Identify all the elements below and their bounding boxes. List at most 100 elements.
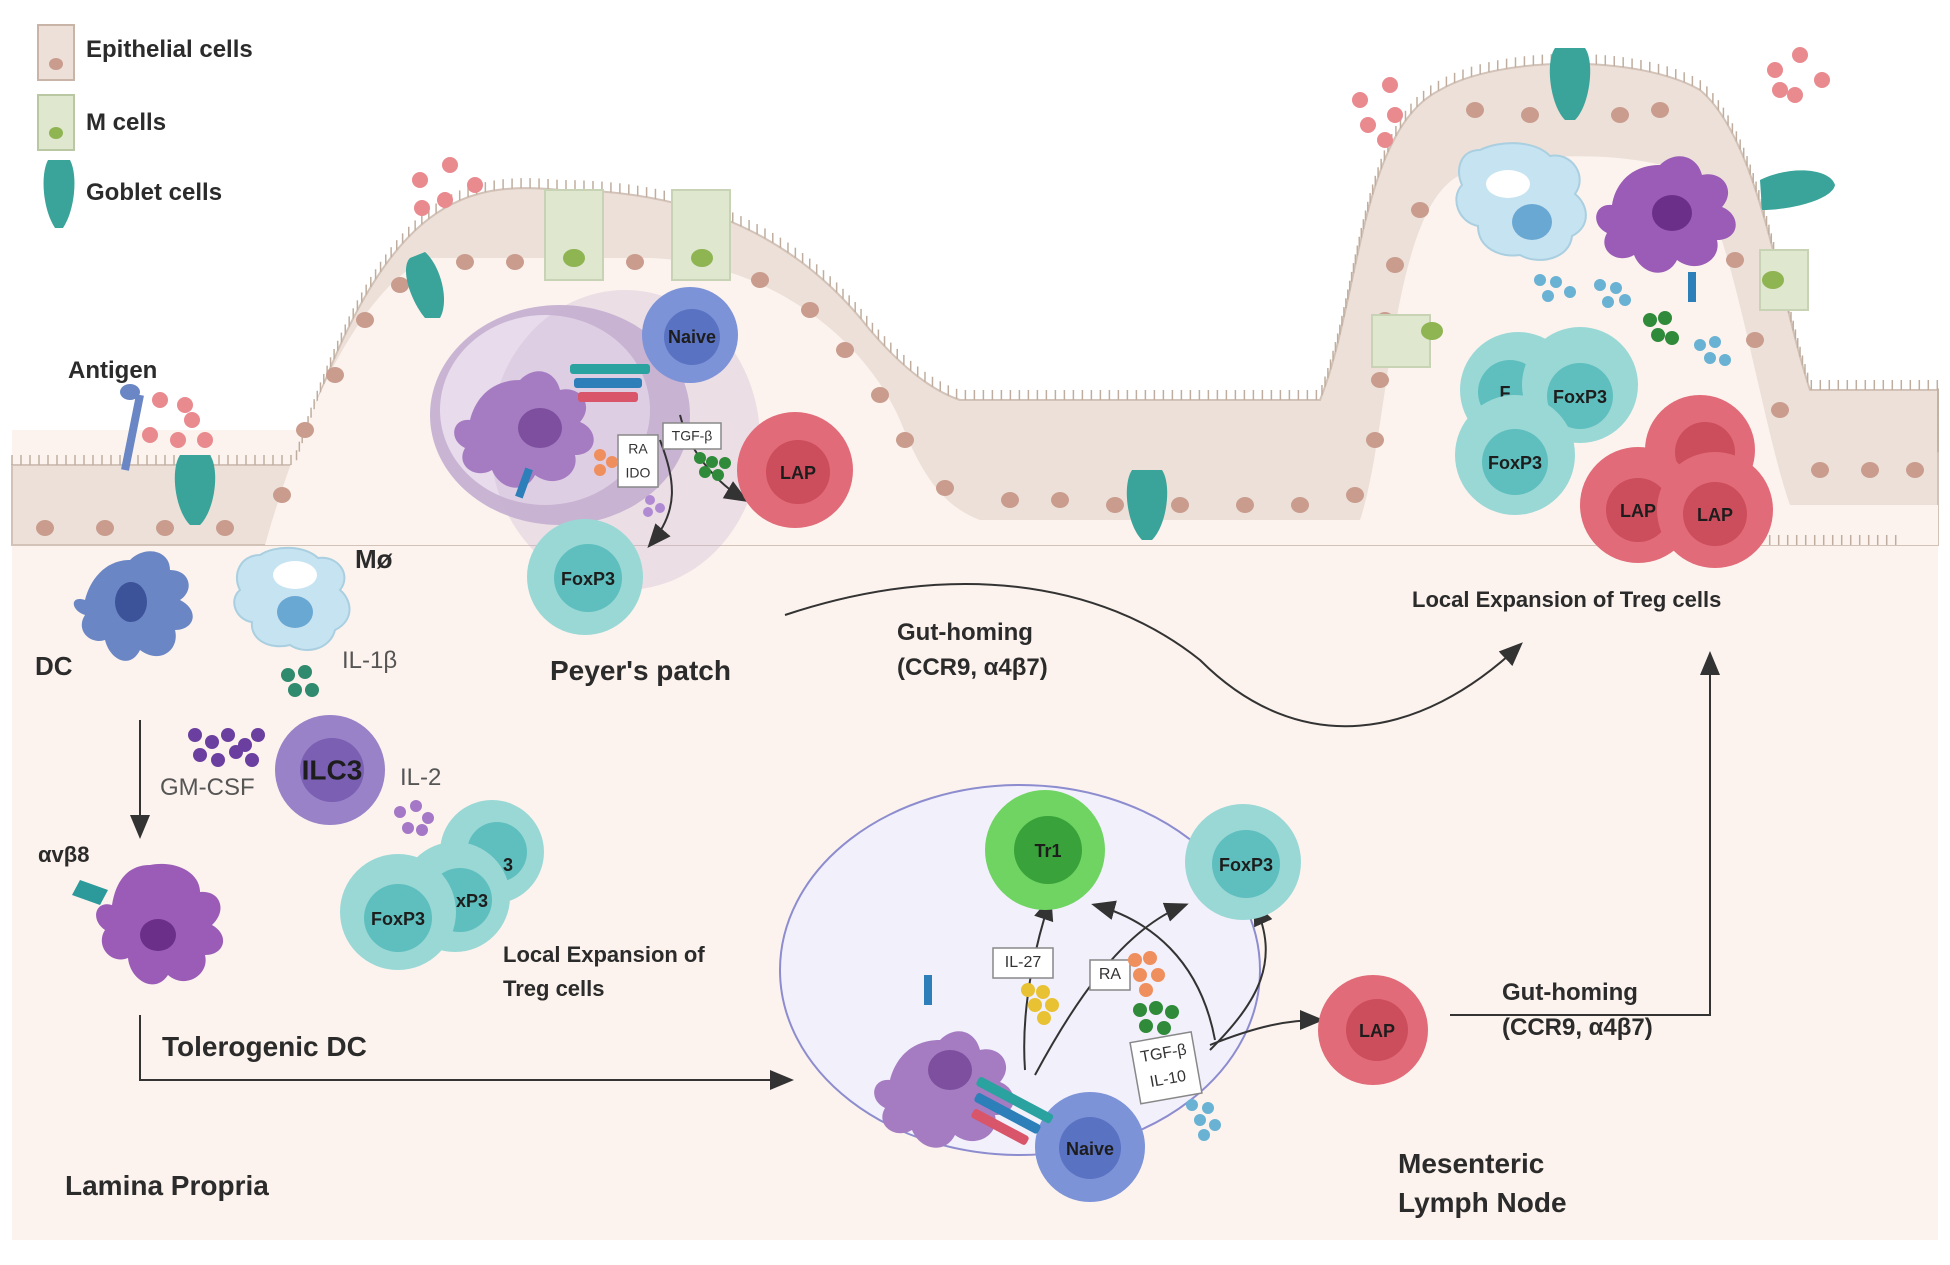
il27-dot: [1036, 985, 1050, 999]
legend-epithelial-label: Epithelial cells: [86, 36, 253, 63]
antigen-particle: [1377, 132, 1393, 148]
antigen-particle: [177, 397, 193, 413]
il1b-dot: [305, 683, 319, 697]
tgfb-dot: [1139, 1019, 1153, 1033]
foxp3-nucleus: [1212, 830, 1280, 898]
epithelial-nucleus: [506, 254, 524, 270]
arrow-ln-to-foxp3-2: [1209, 901, 1273, 1051]
local-expansion-left-line2: Treg cells: [503, 976, 605, 1001]
goblet-cell: [1549, 48, 1591, 120]
gut-homing-1-line2: (CCR9, α4β7): [897, 654, 1048, 681]
ra-dot: [1139, 983, 1153, 997]
antigen-particle: [170, 432, 186, 448]
epithelial-nucleus: [871, 387, 889, 403]
il10-dot: [1209, 1119, 1221, 1131]
lap-label: LAP: [1359, 1021, 1395, 1041]
il10-dot: [1202, 1102, 1214, 1114]
ilc3-label: ILC3: [302, 754, 363, 785]
villus-dendritic-cell: [1596, 156, 1736, 302]
il10-dot: [1550, 276, 1562, 288]
ra-dot: [1128, 953, 1142, 967]
villus-macrophage: [1455, 142, 1587, 261]
tgfb-dot: [1157, 1021, 1171, 1035]
il2-dot: [416, 824, 428, 836]
epithelial-nucleus: [1651, 102, 1669, 118]
epithelial-nucleus: [326, 367, 344, 383]
antigen-particle: [1787, 87, 1803, 103]
lap-nucleus: [1346, 999, 1408, 1061]
ln-dc-receptor: [924, 975, 932, 1005]
legend: Epithelial cells M cells Goblet cells: [37, 24, 253, 228]
epithelial-nucleus: [156, 520, 174, 536]
pp-naive-cell: Naive: [642, 287, 738, 383]
il1b-dot: [281, 668, 295, 682]
dc-process-tip: [120, 384, 140, 400]
tgfb-dot: [706, 456, 718, 468]
antigen-particle: [152, 392, 168, 408]
dc-nucleus: [115, 582, 147, 622]
il2-dot: [410, 800, 422, 812]
epithelial-nucleus: [751, 272, 769, 288]
ilc3-cell: ILC3: [275, 715, 385, 825]
macrophage: [233, 546, 351, 651]
goblet-cell: [1760, 170, 1835, 210]
gut-homing-2-line2: (CCR9, α4β7): [1502, 1014, 1653, 1041]
epithelial-nucleus: [1236, 497, 1254, 513]
pp-dc-receptor: [515, 467, 533, 499]
lap-label: LAP: [780, 463, 816, 483]
receptor-bar: [570, 364, 650, 374]
ln-ra-label: RA: [1099, 966, 1122, 983]
tgfb-dot: [719, 457, 731, 469]
treg-partial-label: 3: [503, 855, 513, 875]
m-cell-swatch: [37, 94, 75, 151]
villus-lap-cells: LAP LAP: [1580, 395, 1773, 568]
epithelial-nucleus: [1001, 492, 1019, 508]
ido-dot: [655, 503, 665, 513]
tgfb-box: [662, 422, 722, 450]
epithelial-nucleus: [1411, 202, 1429, 218]
foxp3-nucleus: [554, 544, 622, 612]
pp-dendritic-cell: [454, 371, 594, 499]
antigen-label: Antigen: [68, 357, 157, 384]
lamina-propria-label: Lamina Propria: [65, 1170, 269, 1201]
tgfb-dot: [1665, 331, 1679, 345]
local-expansion-left-line1: Local Expansion of: [503, 942, 705, 967]
il2-label: IL-2: [400, 764, 441, 791]
ln-naive-cell: Naive: [1035, 1092, 1145, 1202]
epithelial-nucleus: [1466, 102, 1484, 118]
ra-ido-box: [617, 434, 659, 488]
lap-label: LAP: [1620, 501, 1656, 521]
epithelial-nucleus: [626, 254, 644, 270]
legend-m-cells-label: M cells: [86, 109, 166, 136]
gmcsf-dot: [245, 753, 259, 767]
gmcsf-dot: [221, 728, 235, 742]
dendritic-cell: [73, 384, 193, 661]
m-cell-nucleus: [691, 249, 713, 267]
gut-homing-2-line1: Gut-homing: [1502, 979, 1638, 1006]
villus-macrophage-body: [1455, 142, 1587, 261]
macrophage-vesicle: [273, 561, 317, 589]
macrophage-nucleus: [277, 596, 313, 628]
m-cell: [1371, 314, 1431, 368]
epithelial-nucleus: [1106, 497, 1124, 513]
tgfb-dot: [1165, 1005, 1179, 1019]
treg-partial-label: F: [1500, 383, 1511, 403]
epithelial-nucleus: [1746, 332, 1764, 348]
il10-dot: [1610, 282, 1622, 294]
epithelial-nucleus: [1366, 432, 1384, 448]
pp-ido-label: IDO: [626, 465, 651, 481]
goblet-swatch: [43, 160, 75, 228]
ido-dot: [645, 495, 655, 505]
antigen-particle: [437, 192, 453, 208]
ra-dot: [594, 464, 606, 476]
naive-nucleus: [1059, 1117, 1121, 1179]
ln-dc-nucleus: [928, 1050, 972, 1090]
lap-nucleus: [1606, 478, 1670, 542]
lap-label: LAP: [1697, 505, 1733, 525]
villus-macrophage-vesicle: [1486, 170, 1530, 198]
villus-dc-receptor: [1688, 272, 1696, 302]
epithelial-nucleus: [1171, 497, 1189, 513]
antigen-particle: [1772, 82, 1788, 98]
epithelial-nucleus: [96, 520, 114, 536]
